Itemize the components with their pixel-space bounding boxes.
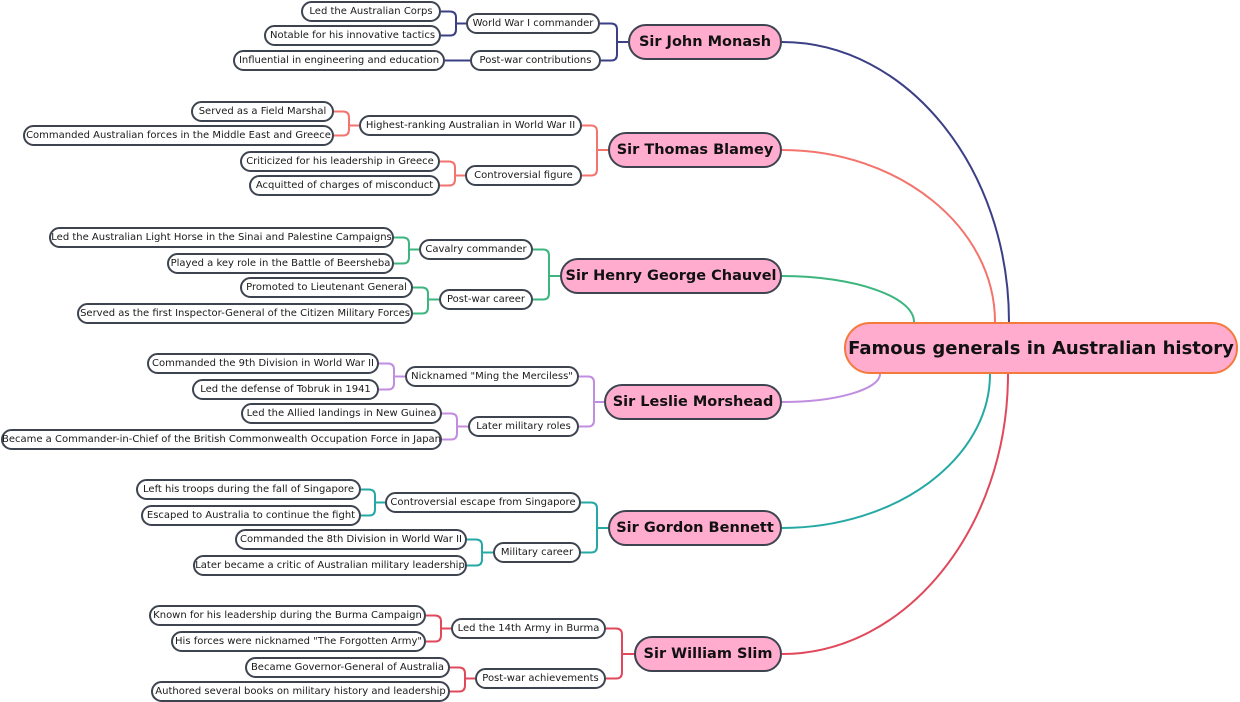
- detail-node[interactable]: Became Governor-General of Australia: [245, 657, 450, 678]
- detail-connector: [413, 286, 429, 300]
- detail-node[interactable]: Left his troops during the fall of Singa…: [136, 479, 361, 500]
- topic-connector: [581, 528, 598, 554]
- detail-connector: [450, 678, 466, 693]
- detail-node[interactable]: Later became a critic of Australian mili…: [193, 555, 467, 576]
- branch-line: [781, 275, 915, 323]
- branch-line: [781, 373, 991, 529]
- detail-connector: [450, 666, 466, 679]
- detail-connector: [440, 175, 456, 187]
- central-topic[interactable]: Famous generals in Australian history: [844, 322, 1238, 374]
- branch-line: [781, 41, 1010, 323]
- general-node[interactable]: Sir John Monash: [628, 24, 782, 60]
- detail-node[interactable]: Led the defense of Tobruk in 1941: [192, 379, 379, 400]
- topic-node[interactable]: Later military roles: [468, 416, 579, 437]
- topic-node[interactable]: Post-war career: [439, 289, 533, 310]
- general-node[interactable]: Sir Leslie Morshead: [604, 384, 782, 420]
- detail-node[interactable]: His forces were nicknamed "The Forgotten…: [171, 631, 426, 652]
- detail-connector: [440, 160, 456, 176]
- detail-node[interactable]: Led the Australian Light Horse in the Si…: [49, 227, 394, 248]
- detail-connector: [334, 110, 350, 126]
- detail-connector: [413, 299, 429, 315]
- topic-node[interactable]: Cavalry commander: [419, 239, 533, 260]
- detail-node[interactable]: Led the Allied landings in New Guinea: [241, 403, 442, 424]
- topic-connector: [533, 276, 550, 301]
- general-node[interactable]: Sir Thomas Blamey: [608, 132, 782, 168]
- topic-node[interactable]: Nicknamed "Ming the Merciless": [405, 366, 579, 387]
- detail-node[interactable]: Commanded the 9th Division in World War …: [147, 353, 379, 374]
- topic-node[interactable]: Post-war achievements: [475, 668, 606, 689]
- detail-connector: [426, 614, 442, 629]
- detail-node[interactable]: Known for his leadership during the Burm…: [149, 605, 426, 626]
- detail-node[interactable]: Promoted to Lieutenant General: [240, 277, 413, 298]
- detail-connector: [334, 125, 350, 137]
- detail-connector: [441, 23, 457, 37]
- detail-node[interactable]: Criticized for his leadership in Greece: [240, 151, 440, 172]
- detail-node[interactable]: Notable for his innovative tactics: [264, 25, 441, 46]
- detail-node[interactable]: Played a key role in the Battle of Beers…: [167, 253, 394, 274]
- topic-connector: [600, 22, 618, 42]
- detail-node[interactable]: Led the Australian Corps: [301, 1, 441, 22]
- detail-node[interactable]: Influential in engineering and education: [233, 50, 445, 71]
- topic-node[interactable]: Highest-ranking Australian in World War …: [359, 115, 582, 136]
- detail-connector: [442, 412, 458, 427]
- detail-connector: [467, 538, 483, 553]
- detail-node[interactable]: Acquitted of charges of misconduct: [249, 175, 440, 196]
- topic-node[interactable]: Post-war contributions: [470, 50, 601, 71]
- topic-connector: [601, 42, 618, 62]
- topic-connector: [606, 627, 623, 654]
- topic-connector: [606, 654, 623, 680]
- branch-line: [781, 149, 996, 323]
- general-node[interactable]: Sir Gordon Bennett: [608, 510, 782, 546]
- topic-connector: [579, 402, 595, 428]
- branch-line: [781, 373, 1009, 655]
- general-node[interactable]: Sir William Slim: [634, 636, 782, 672]
- detail-connector: [441, 10, 457, 24]
- topic-node[interactable]: Controversial escape from Singapore: [385, 492, 581, 513]
- detail-node[interactable]: Served as a Field Marshal: [191, 101, 334, 122]
- detail-connector: [394, 249, 410, 265]
- general-node[interactable]: Sir Henry George Chauvel: [560, 258, 782, 294]
- detail-node[interactable]: Became a Commander-in-Chief of the Briti…: [1, 429, 442, 450]
- detail-connector: [361, 488, 376, 503]
- detail-connector: [394, 236, 410, 250]
- detail-connector: [379, 362, 395, 377]
- topic-connector: [579, 375, 595, 402]
- detail-connector: [361, 502, 376, 517]
- detail-connector: [426, 628, 442, 643]
- detail-node[interactable]: Authored several books on military histo…: [151, 681, 450, 702]
- detail-connector: [467, 552, 483, 567]
- detail-connector: [442, 426, 458, 441]
- detail-node[interactable]: Commanded the 8th Division in World War …: [235, 529, 467, 550]
- topic-connector: [581, 501, 598, 528]
- topic-node[interactable]: Controversial figure: [465, 165, 582, 186]
- detail-node[interactable]: Served as the first Inspector-General of…: [77, 303, 413, 324]
- topic-node[interactable]: World War I commander: [466, 13, 600, 34]
- detail-node[interactable]: Commanded Australian forces in the Middl…: [23, 125, 334, 146]
- topic-connector: [582, 150, 598, 177]
- detail-connector: [379, 376, 395, 391]
- topic-node[interactable]: Military career: [493, 542, 581, 563]
- topic-node[interactable]: Led the 14th Army in Burma: [451, 618, 606, 639]
- branch-line: [781, 373, 881, 403]
- topic-connector: [582, 124, 598, 150]
- topic-connector: [533, 248, 550, 276]
- detail-node[interactable]: Escaped to Australia to continue the fig…: [141, 505, 361, 526]
